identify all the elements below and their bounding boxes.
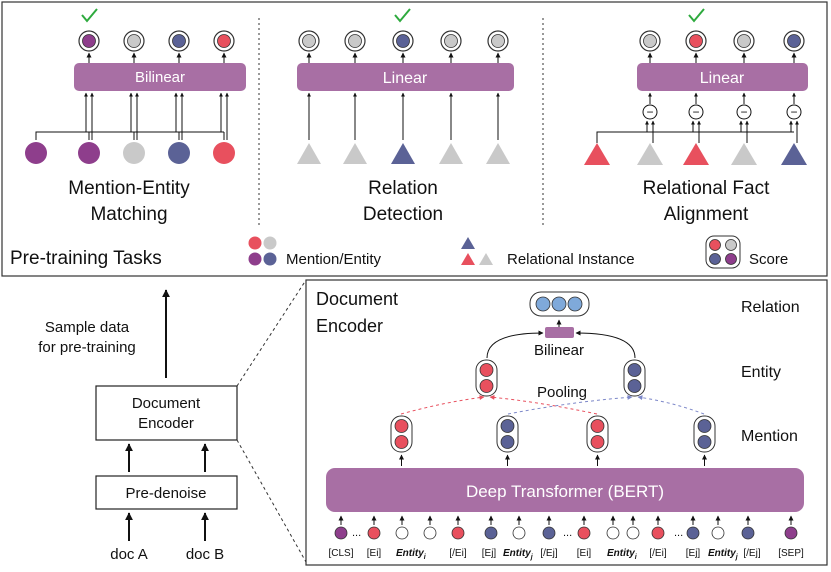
legend: Pre-training Tasks Mention/Entity Relati… <box>10 235 788 269</box>
token-entity-j: Entityj <box>503 548 534 561</box>
task3-title-line1: Relational Fact <box>643 178 770 199</box>
token-ej-end: [/Ej] <box>743 548 760 559</box>
check-icon <box>81 8 98 23</box>
score-nodes <box>78 30 235 52</box>
pretraining-tasks-title: Pre-training Tasks <box>10 248 162 269</box>
token-cls: [CLS] <box>328 548 353 559</box>
level-entity-label: Entity <box>741 364 781 381</box>
document-encoder-line1: Document <box>132 395 201 412</box>
check-icon <box>394 8 411 23</box>
minus-sign: − <box>646 105 653 119</box>
minus-sign: − <box>740 105 747 119</box>
transformer-label: Deep Transformer (BERT) <box>466 482 664 501</box>
encoder-bilinear-label: Bilinear <box>534 342 584 359</box>
doc-b-label: doc B <box>186 546 224 563</box>
score-nodes <box>639 30 805 52</box>
transformer-block <box>326 468 804 512</box>
bilinear-label: Bilinear <box>135 69 185 86</box>
token-sep: [SEP] <box>778 548 804 559</box>
document-encoder-line2: Encoder <box>138 415 194 432</box>
token-ej-start: [Ej] <box>482 548 497 559</box>
token-ej-end: [/Ej] <box>540 548 557 559</box>
encoder-title-line1: Document <box>316 289 398 309</box>
sample-data-label-line1: Sample data <box>45 319 130 336</box>
token-ei-start: [Ei] <box>577 548 592 559</box>
encoder-bilinear-box <box>545 327 574 338</box>
document-encoder-detail: Document Encoder Relation Entity Mention… <box>316 289 804 561</box>
minus-operators <box>642 104 802 120</box>
token-labels: [CLS] [Ei] Entityi [/Ei] [Ej] Entityj [/… <box>328 548 804 561</box>
task-relation-detection: Linear Relation Detection <box>297 8 514 225</box>
token-ei-end: [/Ei] <box>449 548 466 559</box>
token-entity-i: Entityi <box>607 548 638 561</box>
task2-title-line1: Relation <box>368 178 438 199</box>
sample-data-label-line2: for pre-training <box>38 339 136 356</box>
legend-score: Score <box>749 251 788 268</box>
token-entity-i: Entityi <box>396 548 427 561</box>
encoder-title-line2: Encoder <box>316 316 383 336</box>
token-ei-start: [Ei] <box>367 548 382 559</box>
token-entity-j: Entityj <box>708 548 739 561</box>
task1-title-line2: Matching <box>90 204 167 225</box>
linear-layer <box>637 63 808 91</box>
input-nodes <box>25 142 235 164</box>
score-nodes <box>298 30 509 52</box>
predenoise-label: Pre-denoise <box>126 485 207 502</box>
bilinear-layer <box>74 63 246 91</box>
pooling-label: Pooling <box>537 384 587 401</box>
linear-label: Linear <box>383 70 428 87</box>
task-mention-entity-matching: Bilinear Mention-Entity Matching <box>25 8 246 225</box>
task1-title-line1: Mention-Entity <box>68 178 190 199</box>
relation-instances <box>584 143 807 165</box>
svg-text:...: ... <box>563 527 572 539</box>
encoder-panel <box>305 279 828 566</box>
linear-label: Linear <box>700 70 745 87</box>
relation-instances <box>297 143 510 164</box>
left-flow: Sample data for pre-training Document En… <box>38 279 307 563</box>
svg-text:...: ... <box>352 527 361 539</box>
minus-sign: − <box>790 105 797 119</box>
linear-layer <box>297 63 514 91</box>
legend-relational-instance: Relational Instance <box>507 251 635 268</box>
pretraining-panel <box>1 1 828 277</box>
token-circles <box>334 526 798 540</box>
doc-a-label: doc A <box>110 546 148 563</box>
token-ei-end: [/Ei] <box>649 548 666 559</box>
document-encoder-box <box>95 385 238 441</box>
predenoise-box <box>95 475 238 510</box>
check-icon <box>688 8 705 23</box>
level-relation-label: Relation <box>741 299 800 316</box>
task3-title-line2: Alignment <box>664 204 749 225</box>
task2-title-line2: Detection <box>363 204 443 225</box>
legend-mention-entity: Mention/Entity <box>286 251 382 268</box>
minus-sign: − <box>692 105 699 119</box>
token-ellipses: ... ... ... <box>352 527 683 539</box>
svg-text:...: ... <box>674 527 683 539</box>
token-ej-start: [Ej] <box>686 548 701 559</box>
level-mention-label: Mention <box>741 428 798 445</box>
task-relational-fact-alignment: Linear − − − − <box>584 8 808 225</box>
